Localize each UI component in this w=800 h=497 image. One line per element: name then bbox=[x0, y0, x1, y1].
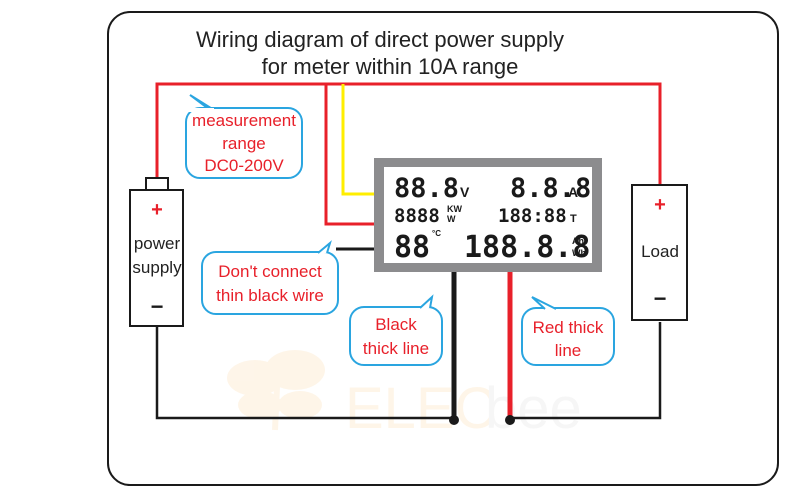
callout-dont-connect-line-2: thin black wire bbox=[216, 286, 324, 305]
callout-red-thick-line: Red thick line bbox=[521, 296, 615, 366]
energy-unit-wh: Wh bbox=[572, 248, 586, 258]
load-plus-sign: + bbox=[654, 194, 666, 216]
power-plus-sign: + bbox=[151, 199, 163, 221]
watermark: ELEC bee bbox=[227, 350, 582, 441]
load-minus-sign: − bbox=[654, 286, 667, 311]
watermark-elec: ELEC bbox=[345, 376, 497, 441]
callout-measurement-line-1: measurement bbox=[192, 111, 296, 130]
callout-measurement-line-3: DC0-200V bbox=[204, 156, 284, 175]
load: + Load − bbox=[631, 184, 688, 321]
bee-logo-icon bbox=[227, 350, 325, 431]
energy-readout: 188.8.8 bbox=[464, 230, 590, 265]
power-unit-kw: KW bbox=[447, 204, 462, 214]
power-minus-sign: − bbox=[151, 294, 164, 319]
red-wire-bottom bbox=[505, 272, 662, 425]
power-unit-w: W bbox=[447, 214, 456, 224]
callout-black-thick-line: Black thick line bbox=[349, 294, 443, 366]
callout-measurement-range: measurement range DC0-200V bbox=[185, 94, 303, 179]
load-label: Load bbox=[641, 242, 679, 261]
title-line-2: for meter within 10A range bbox=[262, 54, 519, 79]
current-readout: 8.8.8 bbox=[510, 173, 591, 204]
power-label-2: supply bbox=[132, 258, 182, 277]
power-supply: + power supply − bbox=[129, 177, 184, 327]
voltage-unit: V bbox=[460, 184, 470, 200]
temperature-unit: °C bbox=[432, 229, 441, 238]
time-readout: 188:88 bbox=[498, 205, 567, 227]
watermark-bee: bee bbox=[485, 376, 582, 441]
energy-unit-ah: Ah bbox=[572, 236, 584, 246]
callout-dont-connect: Don't connect thin black wire bbox=[201, 240, 339, 315]
voltage-readout: 88.8 bbox=[394, 173, 459, 204]
current-unit: A bbox=[568, 184, 578, 200]
callout-red-line-2: line bbox=[555, 341, 581, 360]
callout-dont-connect-line-1: Don't connect bbox=[218, 262, 322, 281]
callout-red-line-1: Red thick bbox=[533, 318, 604, 337]
power-readout: 8888 bbox=[394, 205, 440, 227]
temperature-readout: 88 bbox=[394, 230, 430, 265]
yellow-wire bbox=[341, 84, 374, 196]
callout-measurement-line-2: range bbox=[222, 134, 265, 153]
title-line-1: Wiring diagram of direct power supply bbox=[196, 27, 564, 52]
junction-dot-red bbox=[505, 415, 515, 425]
junction-dot-black bbox=[449, 415, 459, 425]
callout-black-line-1: Black bbox=[375, 315, 417, 334]
meter-display: 88.8 V 8.8.8 A 8888 KW W 188:88 T 88 °C … bbox=[374, 158, 602, 272]
time-unit: T bbox=[570, 213, 577, 225]
callout-black-line-2: thick line bbox=[363, 339, 429, 358]
red-wire-top bbox=[155, 82, 662, 226]
black-wire-bottom bbox=[155, 272, 459, 425]
power-label-1: power bbox=[134, 234, 181, 253]
